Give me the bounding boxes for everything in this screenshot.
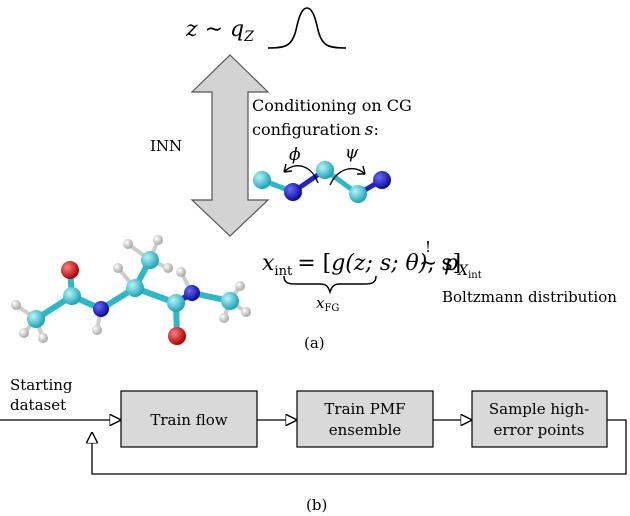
psi-label: ψ [345,143,359,163]
carbon-atom [167,294,185,312]
box1-label: Train flow [150,411,227,429]
caption-b: (b) [306,496,327,514]
phi-torsion-arrow [283,165,319,184]
box-train-flow [120,390,258,448]
oxygen-atom [168,327,186,345]
nitrogen-atom [184,285,200,301]
box-train-pmf [296,390,434,448]
phi-label: ϕ [289,145,301,165]
brace-label: xFG [316,294,339,314]
gaussian-curve [267,7,347,49]
box2-label-line1: Train PMF [324,400,405,418]
svg-text:xint= [g(z; s; θ), s]: xint= [g(z; s; θ), s] [262,251,461,279]
box3-label-line2: error points [493,421,584,439]
cg-bead-5 [373,171,391,189]
inn-double-arrow [190,54,270,237]
bang-symbol: ! [425,238,431,256]
starting-label-line1: Starting [10,376,73,394]
box-sample [471,390,608,448]
cg-bead-3 [316,161,334,179]
feedback-loop [92,419,627,475]
cg-chain [253,161,391,203]
carbon-atom [27,310,45,328]
caption-a: (a) [304,334,325,352]
latent-sub: Z [243,29,254,45]
box3-label-line1: Sample high- [489,400,589,418]
cg-bead-1 [253,171,271,189]
xint-equation: xint= [g(z; s; θ), s] ∼ ! pXint [262,238,482,281]
boltzmann-label: Boltzmann distribution [442,288,617,306]
inn-label: INN [150,137,182,155]
box2-label-line2: ensemble [329,421,402,439]
carbon-atom [141,251,159,269]
svg-text:pXint: pXint [444,251,482,281]
molecule-all-atom [11,235,251,345]
nitrogen-atom [93,301,109,317]
carbon-atom [221,292,239,310]
cg-bead-4 [349,185,367,203]
carbon-atom [126,279,144,297]
latent-formula: z ∼ qZ [185,17,254,45]
approx-symbol: ∼ [419,251,437,276]
underbrace [283,275,377,295]
starting-label-line2: dataset [10,396,66,414]
conditioning-line1: Conditioning on CG [252,96,412,115]
cg-bead-2 [284,183,302,201]
carbon-atom [63,287,81,305]
psi-torsion-arrow [329,167,366,186]
oxygen-atom [61,261,79,279]
